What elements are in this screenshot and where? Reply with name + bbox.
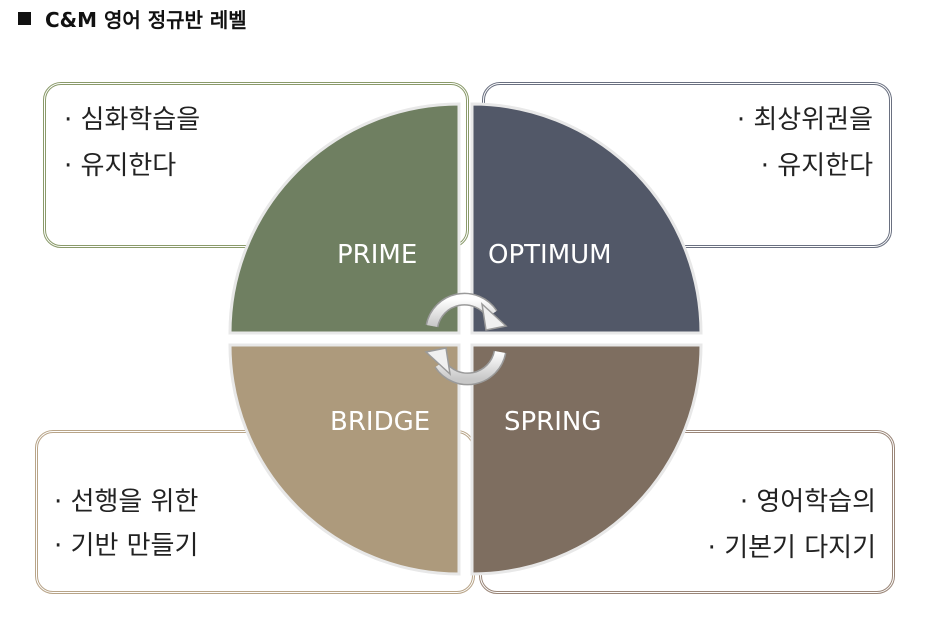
prime-desc-line-2: · 유지한다 <box>64 151 177 181</box>
bridge-desc-line-2: · 기반 만들기 <box>54 531 199 561</box>
quadrant-optimum <box>470 102 703 335</box>
cycle-arrows-icon <box>424 292 508 386</box>
label-optimum: OPTIMUM <box>488 240 612 270</box>
page-title: C&M 영어 정규반 레벨 <box>18 4 247 33</box>
quadrant-bridge <box>228 343 461 576</box>
quadrant-prime <box>228 102 461 335</box>
label-prime: PRIME <box>337 240 418 270</box>
title-text: C&M 영어 정규반 레벨 <box>45 8 247 32</box>
bridge-desc-line-1: · 선행을 위한 <box>54 487 199 517</box>
spring-desc-line-2: · 기본기 다지기 <box>707 533 876 563</box>
box-prime: · 심화학습을 · 유지한다 <box>43 82 469 248</box>
optimum-desc-line-2: · 유지한다 <box>760 151 873 181</box>
prime-desc-line-1: · 심화학습을 <box>64 105 201 135</box>
label-bridge: BRIDGE <box>330 407 431 437</box>
spring-desc-line-1: · 영어학습의 <box>739 487 876 517</box>
optimum-desc-line-1: · 최상위권을 <box>736 105 873 135</box>
quadrant-spring <box>470 343 703 576</box>
square-bullet-icon <box>18 12 31 25</box>
label-spring: SPRING <box>504 407 602 437</box>
